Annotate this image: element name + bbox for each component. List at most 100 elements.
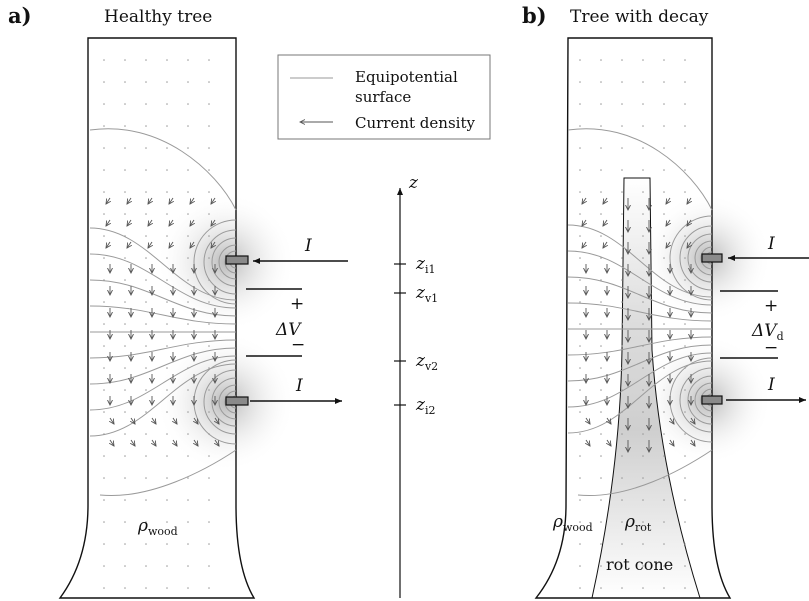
equipotential-line-top (567, 128, 713, 211)
grid-dot (187, 587, 189, 589)
grid-dot (684, 499, 686, 501)
grid-dot (166, 543, 168, 545)
grid-dot (579, 389, 581, 391)
grid-dot (621, 257, 623, 259)
equipotential-ring-0-3 (211, 237, 237, 287)
current-arrow (152, 417, 156, 424)
grid-dot (124, 499, 126, 501)
grid-dot (208, 191, 210, 193)
grid-dot (663, 147, 665, 149)
grid-dot (684, 543, 686, 545)
rot-cone-label: rot cone (606, 555, 673, 574)
z-tick-label-i1: zi1 (415, 254, 436, 276)
grid-dot (103, 169, 105, 171)
grid-dot (642, 411, 644, 413)
equipotential-ring-1-2 (694, 382, 713, 418)
grid-dot (600, 411, 602, 413)
grid-dot (166, 169, 168, 171)
grid-dot (124, 477, 126, 479)
grid-dot (208, 543, 210, 545)
current-arrow (603, 197, 607, 204)
grid-dot (208, 81, 210, 83)
grid-dot (103, 543, 105, 545)
grid-dot (663, 213, 665, 215)
grid-dot (642, 213, 644, 215)
current-arrow (603, 241, 607, 248)
plus-sign-a: + (290, 294, 304, 314)
grid-dot (684, 565, 686, 567)
current-arrow (670, 417, 674, 424)
grid-dot (600, 367, 602, 369)
grid-dot (166, 235, 168, 237)
equipotential-ring-0-4 (203, 229, 237, 295)
grid-dot (187, 433, 189, 435)
grid-dot (166, 213, 168, 215)
grid-dot (145, 477, 147, 479)
grid-dot (124, 323, 126, 325)
grid-dot (600, 213, 602, 215)
grid-dot (642, 257, 644, 259)
grid-dot (208, 411, 210, 413)
grid-dot (642, 169, 644, 171)
grid-dot (663, 565, 665, 567)
grid-dot (579, 125, 581, 127)
current-arrow (582, 219, 586, 226)
grid-dot (684, 521, 686, 523)
grid-dot (600, 169, 602, 171)
current-arrow (666, 197, 670, 204)
grid-dot (103, 103, 105, 105)
equipotential-line-bottom (99, 449, 237, 497)
z-tick-label-v2: zv2 (415, 351, 438, 373)
current-arrow (582, 241, 586, 248)
grid-dot (103, 389, 105, 391)
current-arrow (687, 197, 691, 204)
current-arrow (586, 417, 590, 424)
grid-dot (642, 345, 644, 347)
grid-dot (166, 191, 168, 193)
current-arrow (687, 241, 691, 248)
grid-dot (103, 499, 105, 501)
grid-dot (621, 587, 623, 589)
rho-wood-b: ρwood (552, 512, 593, 534)
grid-dot (145, 499, 147, 501)
grid-dot (145, 389, 147, 391)
current-arrow (190, 219, 194, 226)
grid-dot (124, 411, 126, 413)
grid-dot (642, 59, 644, 61)
equipotential-ring-1-3 (211, 377, 237, 427)
current-arrow (190, 197, 194, 204)
grid-dot (187, 565, 189, 567)
grid-dot (124, 433, 126, 435)
grid-dot (600, 433, 602, 435)
equipotential-ring-1-3 (687, 375, 713, 425)
grid-dot (166, 433, 168, 435)
equipotential-ring-0-1 (224, 250, 237, 274)
current-arrow (127, 241, 131, 248)
grid-dot (579, 191, 581, 193)
grid-dot (663, 433, 665, 435)
grid-dot (208, 345, 210, 347)
grid-dot (642, 125, 644, 127)
plus-sign-b: + (764, 296, 778, 316)
grid-dot (663, 257, 665, 259)
grid-dot (208, 565, 210, 567)
grid-dot (663, 521, 665, 523)
grid-dot (621, 345, 623, 347)
minus-sign-a: − (291, 335, 305, 355)
grid-dot (600, 301, 602, 303)
grid-dot (663, 301, 665, 303)
current-arrow (106, 241, 110, 248)
current-arrow (215, 439, 219, 446)
grid-dot (579, 147, 581, 149)
grid-dot (684, 81, 686, 83)
grid-dot (187, 477, 189, 479)
grid-dot (621, 59, 623, 61)
grid-dot (166, 499, 168, 501)
grid-dot (621, 279, 623, 281)
grid-dot (124, 169, 126, 171)
grid-dot (663, 367, 665, 369)
current-arrow (148, 197, 152, 204)
grid-dot (145, 411, 147, 413)
current-out-label-b: I (767, 375, 775, 395)
grid-dot (145, 191, 147, 193)
